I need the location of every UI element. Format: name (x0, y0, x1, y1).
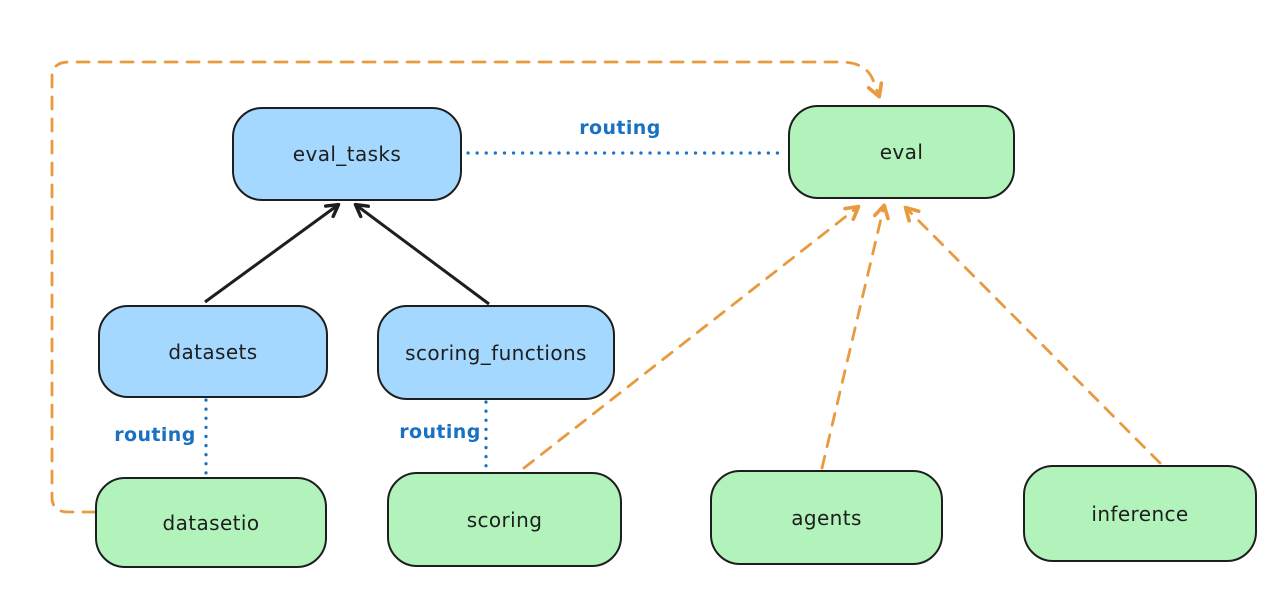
node-datasetio-label: datasetio (162, 510, 260, 535)
node-scoring-functions-label: scoring_functions (405, 340, 587, 365)
edge-datasetio-to-eval (50, 60, 884, 514)
node-eval: eval (788, 105, 1015, 199)
edge-agents-to-eval (820, 203, 890, 470)
edge-datasets-to-eval-tasks (204, 202, 341, 304)
edge-label-routing-scoring-functions-scoring: routing (399, 421, 481, 443)
node-scoring-label: scoring (466, 507, 543, 532)
node-agents: agents (710, 470, 943, 565)
node-agents-label: agents (791, 505, 862, 530)
edge-label-routing-eval-tasks-eval: routing (579, 117, 661, 139)
node-inference-label: inference (1091, 501, 1189, 526)
node-datasets: datasets (98, 305, 328, 398)
node-eval-tasks: eval_tasks (232, 107, 462, 201)
edge-scoring-functions-to-eval-tasks (353, 202, 490, 306)
node-scoring: scoring (387, 472, 622, 567)
node-eval-tasks-label: eval_tasks (292, 142, 402, 166)
node-datasetio: datasetio (95, 477, 327, 568)
node-scoring-functions: scoring_functions (377, 305, 615, 400)
edge-inference-to-eval (903, 205, 1162, 465)
node-inference: inference (1023, 465, 1257, 562)
node-datasets-label: datasets (168, 339, 258, 364)
node-eval-label: eval (879, 140, 924, 164)
edge-scoring-to-eval (522, 204, 861, 470)
edge-label-routing-datasets-datasetio: routing (114, 424, 196, 446)
